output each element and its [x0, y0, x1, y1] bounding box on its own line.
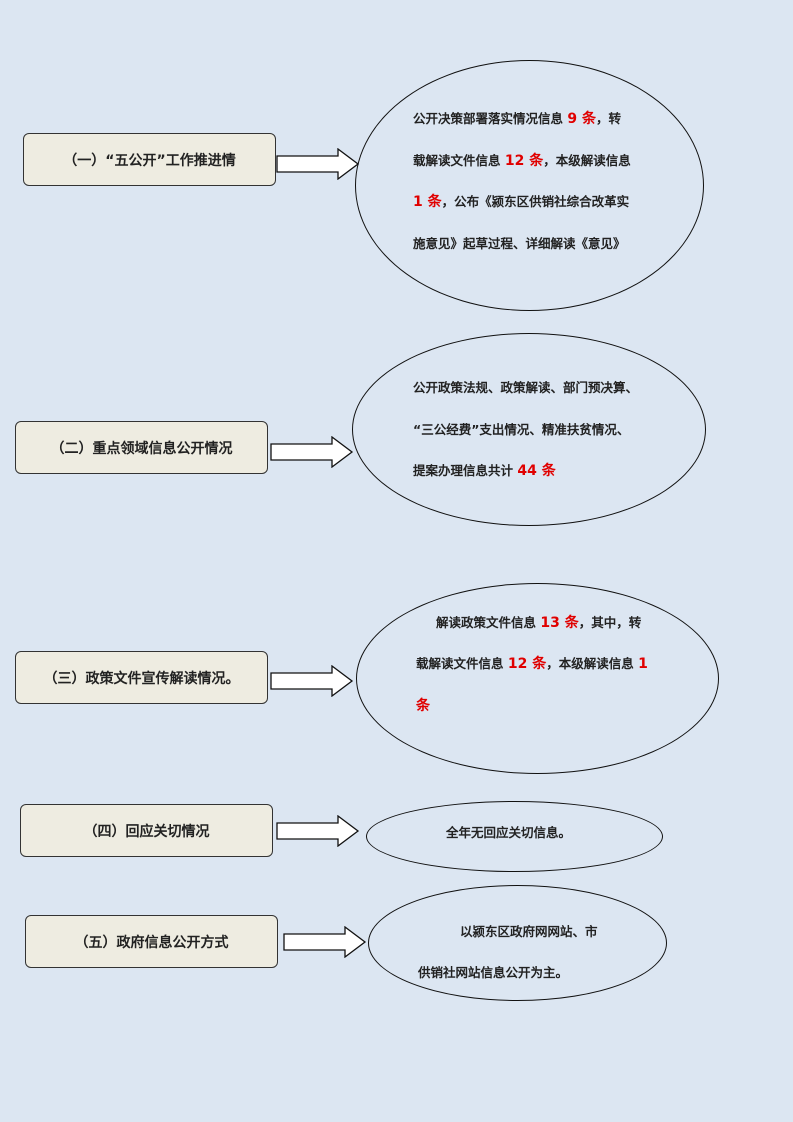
section-1-label: （一）“五公开”工作推进情 [63, 152, 236, 169]
detail-text: ，公布《颍东区供销社综合改革实 [441, 194, 630, 209]
detail-text: 供销社网站信息公开为主。 [418, 965, 569, 980]
detail-line: 公开政策法规、政策解读、部门预决算、 [413, 377, 638, 396]
section-5-label: （五）政府信息公开方式 [74, 934, 229, 951]
section-4-detail-ellipse [366, 801, 663, 872]
detail-text: 提案办理信息共计 [413, 463, 518, 478]
detail-text: 公开政策法规、政策解读、部门预决算、 [413, 380, 639, 395]
arrow-right-icon [276, 148, 360, 180]
detail-line: 供销社网站信息公开为主。 [418, 962, 568, 981]
count-highlight: 13 条 [540, 615, 579, 631]
detail-text: ，其中，转 [578, 615, 642, 630]
count-highlight: 条 [416, 698, 430, 714]
detail-text: 载解读文件信息 [416, 656, 508, 671]
detail-text: ，转 [595, 111, 621, 126]
section-4-label: （四）回应关切情况 [83, 823, 210, 840]
section-3-detail-ellipse [356, 583, 719, 774]
detail-line: “三公经费”支出情况、精准扶贫情况、 [413, 419, 629, 438]
arrow-right-icon [283, 926, 367, 958]
section-5-label-box: （五）政府信息公开方式 [25, 915, 278, 968]
detail-text: “三公经费”支出情况、精准扶贫情况、 [413, 422, 630, 437]
detail-line: 提案办理信息共计 44 条 [413, 460, 556, 480]
section-4-label-box: （四）回应关切情况 [20, 804, 273, 857]
detail-line: 载解读文件信息 12 条，本级解读信息 1 [416, 653, 648, 673]
detail-line: 公开决策部署落实情况信息 9 条，转 [413, 108, 621, 128]
section-2-label: （二）重点领域信息公开情况 [50, 440, 233, 457]
count-highlight: 12 条 [507, 656, 547, 672]
arrow-right-icon [270, 665, 354, 697]
detail-line: 全年无回应关切信息。 [446, 822, 571, 841]
detail-line: 1 条，公布《颍东区供销社综合改革实 [413, 191, 629, 211]
count-highlight: 12 条 [504, 153, 544, 169]
section-1-detail-ellipse [355, 60, 704, 311]
detail-text: 全年无回应关切信息。 [446, 825, 572, 840]
section-3-label: （三）政策文件宣传解读情况。 [43, 670, 240, 687]
detail-text: 解读政策文件信息 [436, 615, 541, 630]
detail-text: ，本级解读信息 [546, 656, 639, 671]
section-3-label-box: （三）政策文件宣传解读情况。 [15, 651, 268, 704]
section-1-label-box: （一）“五公开”工作推进情 [23, 133, 276, 186]
detail-text: 以颍东区政府网网站、市 [460, 924, 598, 939]
section-5-detail-ellipse [368, 885, 667, 1001]
count-highlight: 44 条 [517, 463, 556, 479]
arrow-right-icon [276, 815, 360, 847]
count-highlight: 1 条 [413, 194, 442, 210]
detail-text: 载解读文件信息 [413, 153, 505, 168]
section-2-detail-ellipse [352, 333, 706, 526]
section-2-label-box: （二）重点领域信息公开情况 [15, 421, 268, 474]
detail-line: 施意见》起草过程、详细解读《意见》 [413, 233, 626, 252]
count-highlight: 9 条 [567, 111, 596, 127]
detail-line: 以颍东区政府网网站、市 [460, 921, 598, 940]
detail-text: 施意见》起草过程、详细解读《意见》 [413, 236, 626, 251]
detail-text: ，本级解读信息 [543, 153, 631, 168]
arrow-right-icon [270, 436, 354, 468]
detail-line: 载解读文件信息 12 条，本级解读信息 [413, 150, 631, 170]
detail-text: 公开决策部署落实情况信息 [413, 111, 568, 126]
detail-line: 条 [416, 695, 430, 715]
count-highlight: 1 [638, 656, 648, 672]
detail-line: 解读政策文件信息 13 条，其中，转 [436, 612, 641, 632]
